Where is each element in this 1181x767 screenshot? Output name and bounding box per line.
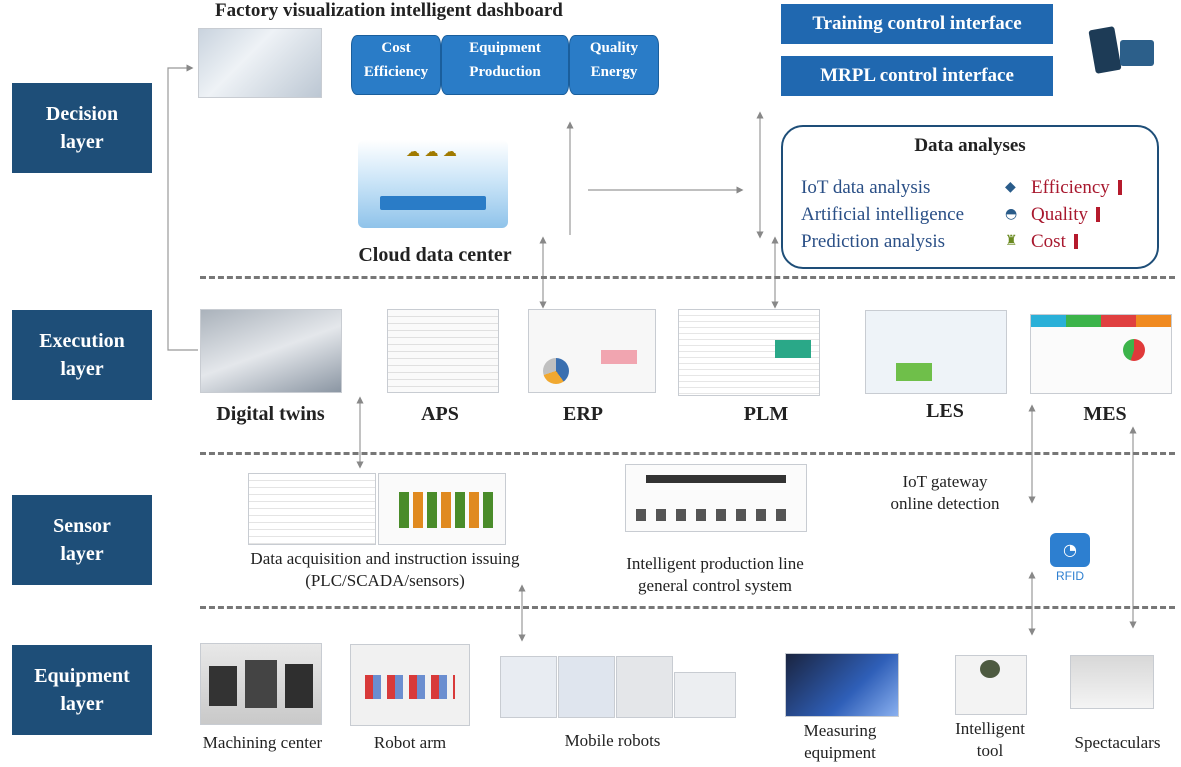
plm-label: PLM [743,403,789,425]
tablet-devices-icon [1088,22,1158,77]
metric-cylinder: Equipment Production [441,35,569,95]
layer-separator [200,276,1175,279]
mrpl-control-interface: MRPL control interface [781,56,1053,96]
rfid-icon: ◔ [1050,533,1090,567]
mes-thumbnail [1030,314,1172,394]
les-label: LES [926,400,964,422]
metric-top-label: Equipment [469,40,541,56]
erp-label: ERP [563,403,603,425]
spectaculars-label: Spectaculars [1074,733,1161,752]
metric-top-label: Cost [381,40,411,56]
trophy-icon: ♜ [1005,233,1018,249]
iot-gateway-label: IoT gateway online detection [890,472,1000,513]
les-thumbnail [865,310,1007,394]
dashboard-title: Factory visualization intelligent dashbo… [215,0,563,21]
analysis-item: IoT data analysis [801,177,931,198]
machining-center-label: Machining center [202,733,323,752]
digital-twins-thumbnail [200,309,342,393]
acquisition-thumbnail-a [248,473,376,545]
mobile-robot-image [616,656,673,718]
robot-arm-image [350,644,470,726]
analysis-item: Artificial intelligence [801,204,965,225]
cloud-data-center-icon: ☁ ☁ ☁ [358,140,508,228]
dashboard-thumbnail [198,28,322,98]
analysis-item: Prediction analysis [801,231,946,252]
analysis-result: Quality [1031,204,1100,226]
measuring-equipment-label: Measuring equipment [803,721,877,762]
training-control-interface: Training control interface [781,4,1053,44]
twins-to-dashboard-arrow [167,64,198,351]
mes-label: MES [1083,403,1127,425]
metric-bottom-label: Energy [590,64,638,80]
metric-top-label: Quality [589,40,639,56]
cloud-data-center-label: Cloud data center [358,244,512,266]
data-analyses-panel: Data analyses IoT data analysis Artifici… [781,125,1159,269]
sensor-layer-box: Sensor layer [12,495,152,585]
execution-layer-box: Execution layer [12,310,152,400]
intelligent-tool-label: Intelligent tool [955,719,1025,760]
decision-layer-box: Decision layer [12,83,152,173]
equipment-layer-box: Equipment layer [12,645,152,735]
mobile-robots-label: Mobile robots [564,731,661,750]
metric-bottom-label: Production [469,64,541,80]
intelligent-tool-image [955,655,1027,715]
spectaculars-image [1070,655,1154,709]
machining-center-image [200,643,322,725]
aps-thumbnail [387,309,499,393]
plm-thumbnail [678,309,820,396]
metric-bottom-label: Efficiency [363,64,429,80]
erp-thumbnail [528,309,656,393]
analysis-result: Cost [1031,231,1078,253]
robot-arm-label: Robot arm [373,733,447,752]
mobile-robot-image [500,656,557,718]
data-analyses-title: Data analyses [914,135,1026,156]
production-line-label: Intelligent production line general cont… [626,554,804,595]
layer-separator [200,606,1175,609]
helmet-icon: ◓ [1005,206,1018,222]
production-line-thumbnail [625,464,807,532]
piggy-bank-icon: ◆ [1005,179,1016,195]
metric-cylinder: Quality Energy [569,35,659,95]
digital-twins-label: Digital twins [216,403,325,425]
rfid-label: RFID [1056,569,1084,583]
aps-label: APS [421,403,459,425]
data-acquisition-label: Data acquisition and instruction issuing… [250,549,520,590]
mobile-robot-image [674,672,736,718]
layer-separator [200,452,1175,455]
mobile-robot-image [558,656,615,718]
metric-cylinder: Cost Efficiency [351,35,441,95]
acquisition-thumbnail-b [378,473,506,545]
analysis-result: Efficiency [1031,177,1122,199]
measuring-equipment-image [785,653,899,717]
